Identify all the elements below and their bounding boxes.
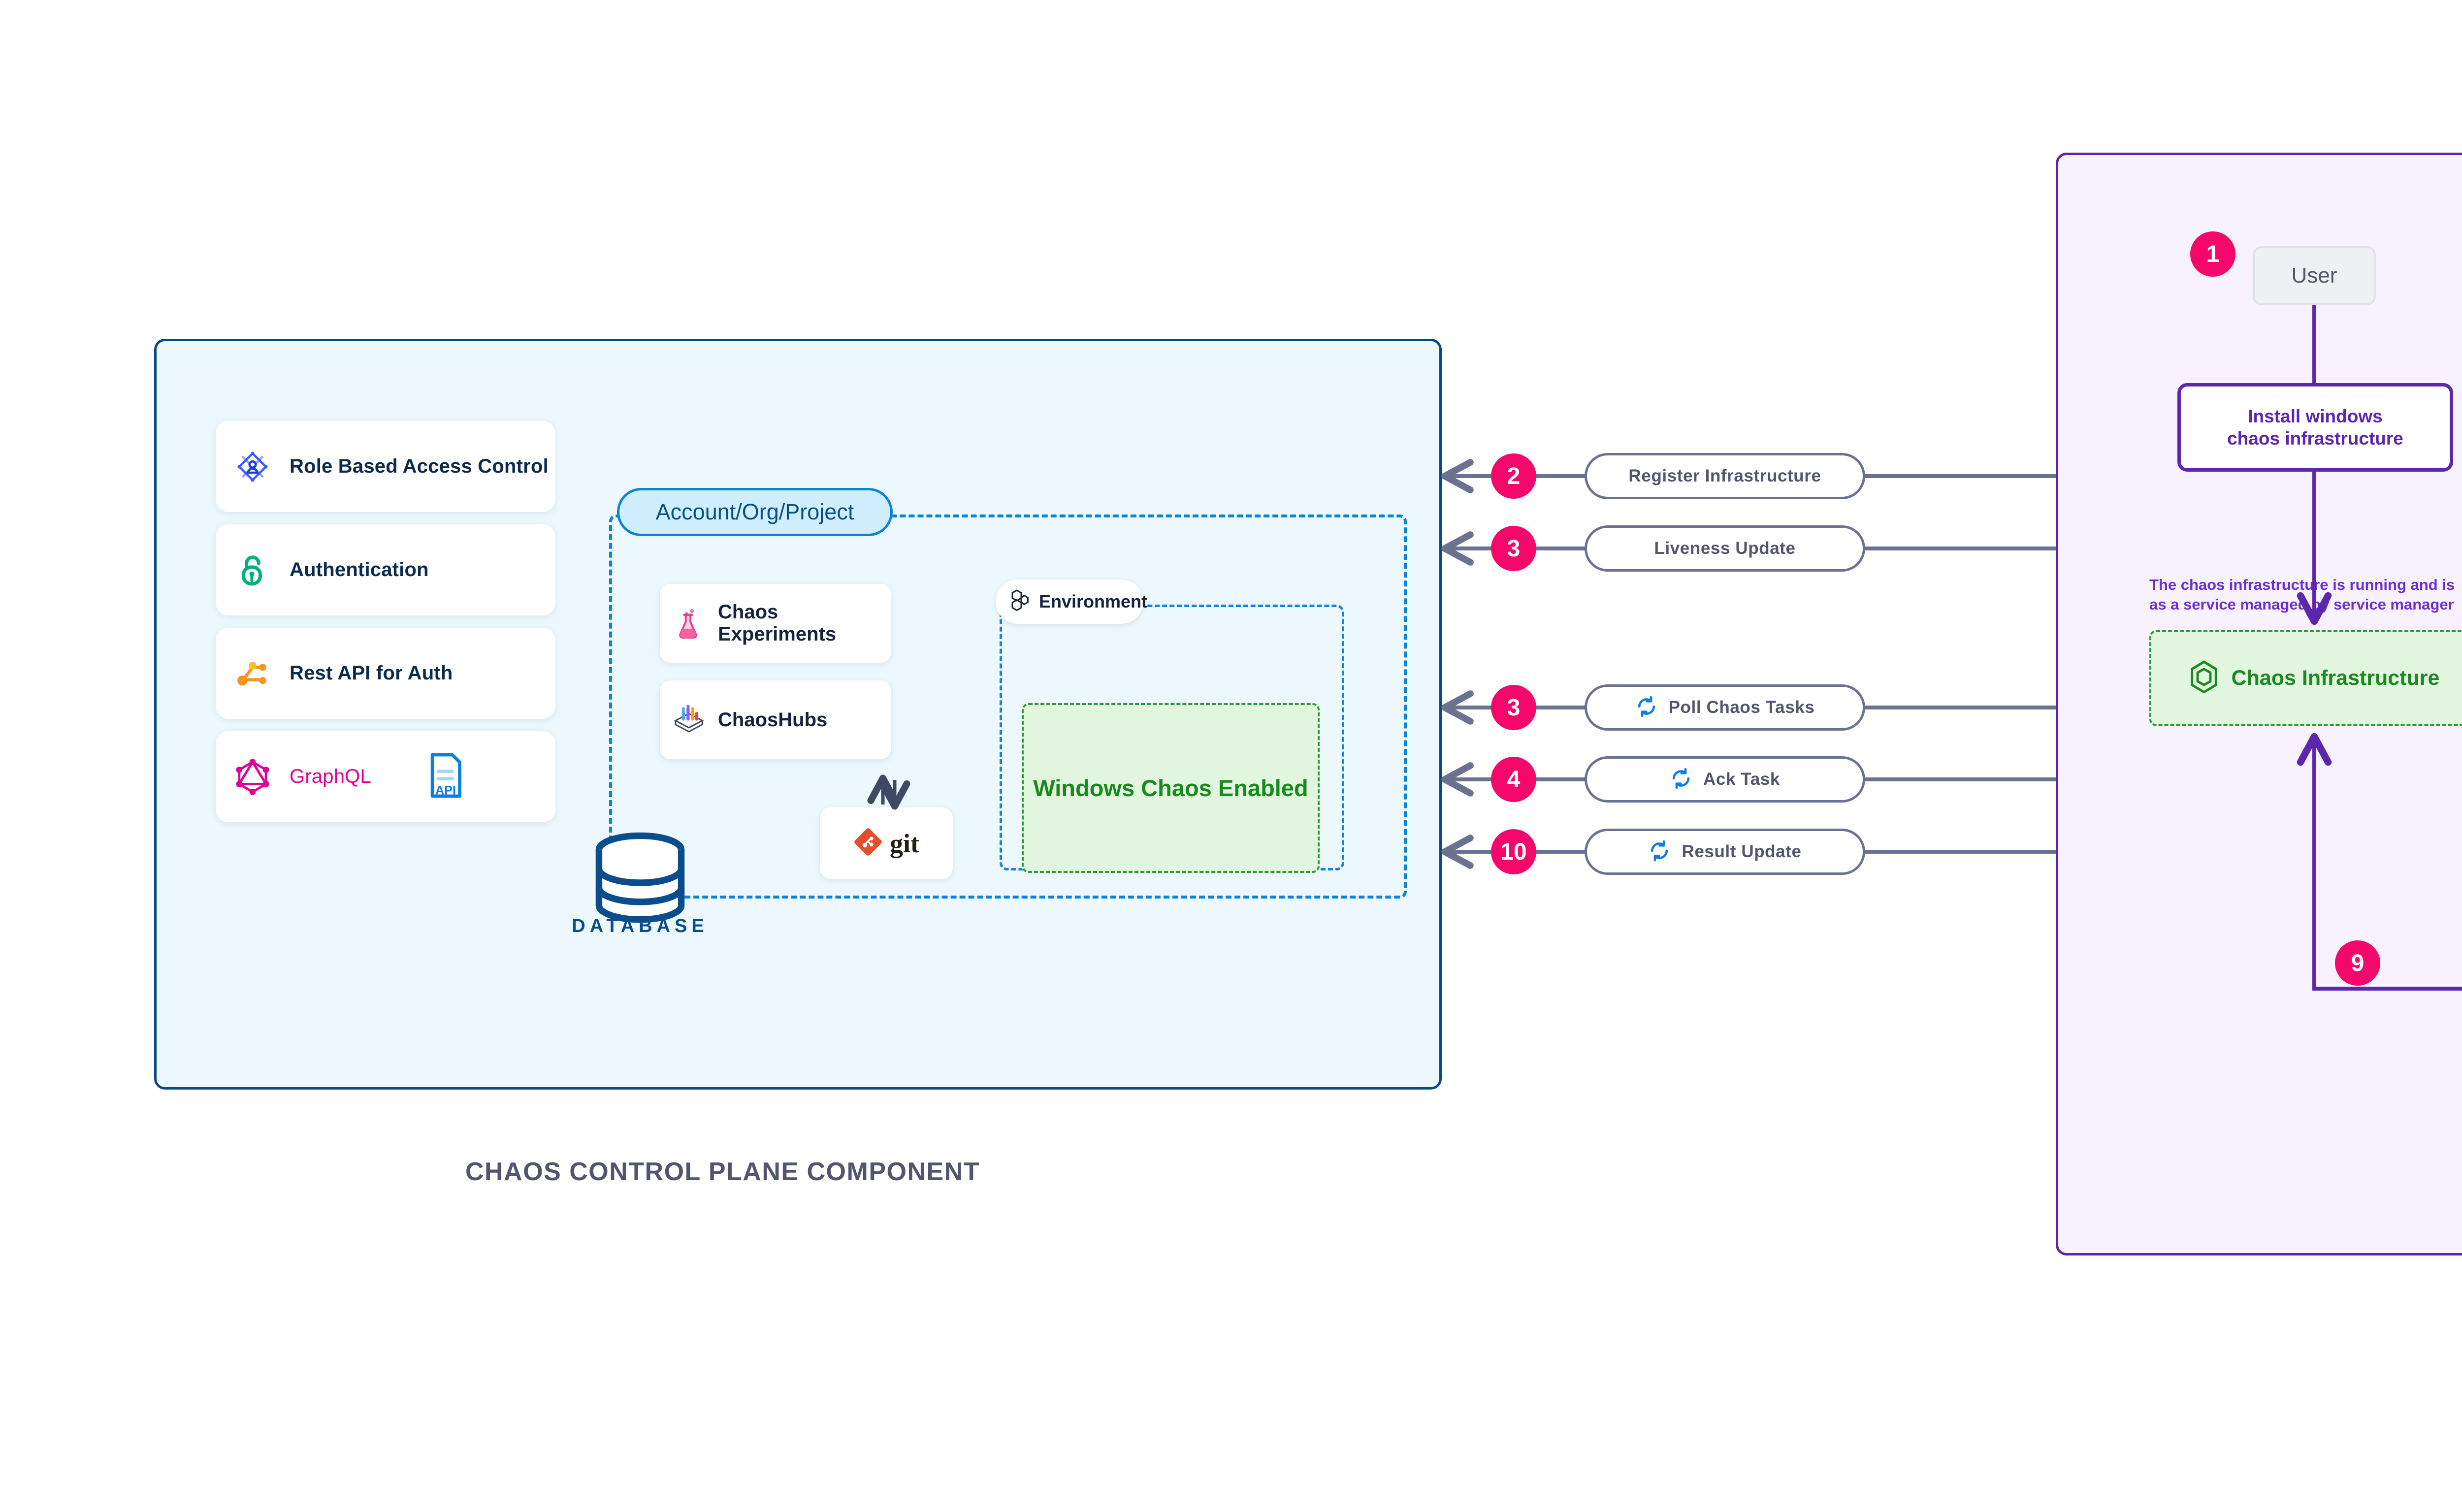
step-badge: 2 [1491,453,1536,499]
git-icon [853,827,883,859]
account-org-project-group [609,515,1407,899]
step-badge: 3 [1491,685,1536,730]
chaos-infrastructure-box[interactable]: Chaos Infrastructure [2149,630,2462,726]
install-windows-chaos-infrastructure-box[interactable]: Install windows chaos infrastructure [2177,383,2453,472]
user-box[interactable]: User [2253,246,2376,305]
step-badge: 1 [2190,231,2235,277]
svg-text:API: API [435,784,456,798]
environment-label: Environment [1039,591,1148,611]
card-chaos-experiments[interactable]: Chaos Experiments [660,584,891,663]
chaos-infrastructure-label: Chaos Infrastructure [2231,666,2440,690]
connector-label: Result Update [1682,842,1802,861]
service-card-label: Authentication [290,559,429,580]
service-card-graphql[interactable]: GraphQL API [216,731,555,822]
connector-line [1863,777,2060,781]
connector-label: Poll Chaos Tasks [1668,698,1815,717]
connector-result-update[interactable]: Result Update [1585,829,1865,875]
environment-pill[interactable]: Environment [996,579,1147,624]
step-badge: 4 [1491,757,1536,802]
connector-line [1863,547,2060,550]
sync-icon [1670,767,1692,792]
account-org-project-pill[interactable]: Account/Org/Project [617,488,893,536]
connector-ack-task[interactable]: Ack Task [1585,756,1865,803]
sync-icon [1648,839,1671,865]
windows-chaos-enabled-box: Windows Chaos Enabled [1022,703,1320,873]
service-card-label: Role Based Access Control [290,455,549,477]
git-label: git [890,828,919,858]
card-label: Chaos Experiments [718,601,837,645]
connector-liveness-update[interactable]: Liveness Update [1585,525,1865,572]
database-cylinder-icon [588,832,692,926]
install-label: Install windows chaos infrastructure [2227,406,2403,449]
connector-label: Register Infrastructure [1628,466,1821,485]
step-badge: 9 [2335,940,2380,986]
database-label: DATABASE [572,916,709,936]
infra-note: The chaos infrastructure is running and … [2149,576,2455,613]
service-card-label: Rest API for Auth [290,662,453,684]
connector-label: Liveness Update [1654,539,1796,558]
service-card-label: GraphQL [290,766,371,787]
step-badge: 3 [1491,526,1536,571]
step-badge: 10 [1491,829,1536,874]
connector-line [1863,706,2060,709]
connector-poll-chaos-tasks[interactable]: Poll Chaos Tasks [1585,684,1865,731]
rbac-icon [216,449,290,484]
card-git[interactable]: git [820,807,953,879]
account-org-project-label: Account/Org/Project [655,499,854,524]
service-card-rest-api[interactable]: Rest API for Auth [216,628,555,719]
flask-icon [660,607,718,640]
connector-line [1863,850,2060,854]
test-tube-rack-icon [660,705,718,735]
api-doc-icon: API [427,751,464,803]
card-chaoshubs[interactable]: ChaosHubs [660,680,891,759]
hexagon-pair-icon [1008,589,1031,615]
connector-register-infrastructure[interactable]: Register Infrastructure [1585,453,1865,499]
connector-line [1863,474,2060,478]
api-node-icon [216,656,290,691]
harness-hex-icon [2189,660,2219,696]
service-card-rbac[interactable]: Role Based Access Control [216,421,555,512]
service-card-authentication[interactable]: Authentication [216,524,555,615]
user-label: User [2291,263,2337,288]
graphql-icon [216,757,290,797]
control-plane-title: CHAOS CONTROL PLANE COMPONENT [465,1158,980,1186]
connector-label: Ack Task [1703,770,1780,789]
lock-icon [216,552,290,588]
card-label: ChaosHubs [718,708,828,731]
windows-chaos-enabled-label: Windows Chaos Enabled [1033,774,1308,801]
sync-icon [1635,695,1658,720]
